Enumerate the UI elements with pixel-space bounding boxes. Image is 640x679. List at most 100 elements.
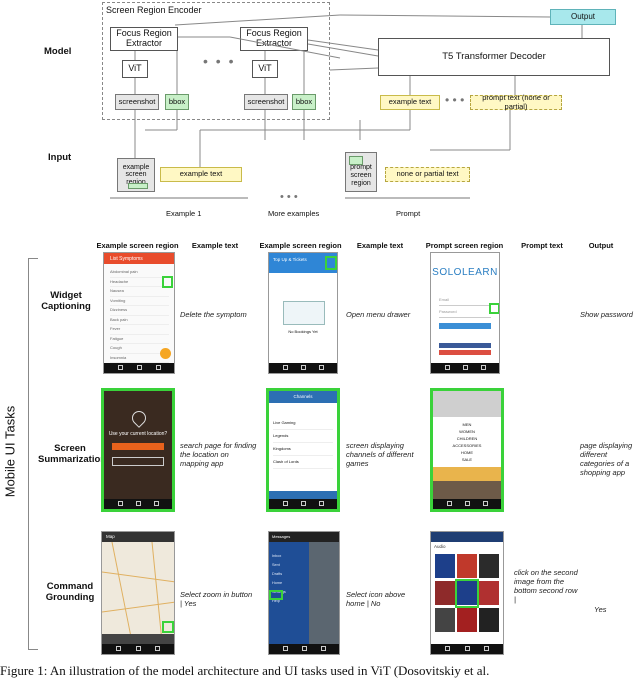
nav-button-icon xyxy=(283,646,288,651)
android-nav-bar xyxy=(431,363,499,373)
empty-state-text: No Bookings Yet xyxy=(288,329,318,334)
screen-widget-example-2: Top Up & Tickets No Bookings Yet xyxy=(268,252,338,374)
row-label-input: Input xyxy=(48,152,72,163)
list-item: Dizziness xyxy=(110,306,169,316)
nav-button-icon xyxy=(484,646,490,651)
nav-button-icon xyxy=(154,501,160,506)
col-header-example-text-1: Example text xyxy=(191,241,239,250)
list-item: Cough xyxy=(110,344,169,354)
facebook-button xyxy=(439,343,491,348)
screen-title-bar: Channels xyxy=(269,391,337,403)
android-nav-bar xyxy=(269,499,337,509)
list-item: Help xyxy=(272,599,280,603)
list-item: Insomnia xyxy=(110,354,169,363)
app-logo: SOLOLEARN xyxy=(432,267,498,278)
screen-title-bar: Messages xyxy=(269,532,339,542)
col-header-output: Output xyxy=(588,241,614,250)
col-header-example-screen-2: Example screen region xyxy=(259,241,342,250)
android-nav-bar xyxy=(104,363,174,373)
ellipsis-encoder: • • • xyxy=(203,53,236,69)
list-item: Abdominal pain xyxy=(110,268,169,278)
album-tile xyxy=(479,581,499,605)
app-header xyxy=(431,532,503,542)
nav-button-icon xyxy=(282,365,288,370)
google-button xyxy=(439,350,491,355)
screen-widget-prompt: SOLOLEARN Email Password xyxy=(430,252,500,374)
example2-text-ground: Select icon above home | No xyxy=(346,590,406,608)
none-or-partial-input: none or partial text xyxy=(385,167,470,182)
album-tile xyxy=(435,581,455,605)
nav-button-icon xyxy=(135,646,141,651)
nav-button-icon xyxy=(155,646,161,651)
list-item: Inbox xyxy=(272,554,282,558)
bbox-2: bbox xyxy=(292,94,316,110)
mobile-ui-tasks-label: Mobile UI Tasks xyxy=(2,405,18,498)
task-screen-summarization: Screen Summarization xyxy=(38,443,107,466)
ellipsis-input: • • • xyxy=(280,191,298,203)
output-widget: Show password xyxy=(580,310,633,319)
ellipsis-decoder: • • • xyxy=(445,93,465,107)
row-label-model: Model xyxy=(44,46,72,57)
nav-button-icon xyxy=(118,365,123,370)
email-field: Email xyxy=(439,297,491,306)
vit-2: ViT xyxy=(252,60,278,78)
nav-button-icon xyxy=(300,501,306,506)
android-nav-bar xyxy=(104,499,172,509)
list-item: MEN xyxy=(462,422,472,427)
nav-button-icon xyxy=(300,365,306,370)
album-tile xyxy=(479,608,499,632)
nav-button-icon xyxy=(444,365,450,370)
group-label-prompt: Prompt xyxy=(396,209,421,218)
banner xyxy=(433,467,501,481)
album-grid xyxy=(435,554,501,636)
list-item: Vomiting xyxy=(110,297,169,306)
list-item: CHILDREN xyxy=(456,436,478,441)
screenshot-1: screenshot xyxy=(115,94,159,110)
t5-transformer-decoder: T5 Transformer Decoder xyxy=(378,38,610,76)
output-summ: page displaying different categories of … xyxy=(580,441,633,477)
col-header-example-text-2: Example text xyxy=(356,241,404,250)
list-item: Nausea xyxy=(110,287,169,297)
nav-button-icon xyxy=(462,365,468,370)
android-nav-bar xyxy=(433,499,501,509)
nav-button-icon xyxy=(117,501,123,506)
highlight-bbox xyxy=(269,590,283,600)
col-header-prompt-screen: Prompt screen region xyxy=(425,241,504,250)
highlight-bbox xyxy=(489,303,499,314)
nav-button-icon xyxy=(155,365,161,370)
encoder-title: Screen Region Encoder xyxy=(106,5,202,15)
figure-caption: Figure 1: An illustration of the model a… xyxy=(0,663,490,678)
list-item: Fever xyxy=(110,325,169,335)
illustration xyxy=(283,301,325,325)
task-command-grounding: Command Grounding xyxy=(45,581,95,604)
list-item: Legends xyxy=(273,430,333,443)
album-tile xyxy=(457,581,477,605)
nav-button-icon xyxy=(464,501,470,506)
bottom-tabs xyxy=(269,491,337,499)
nav-button-icon xyxy=(319,365,325,370)
section-label: Audio xyxy=(434,544,446,549)
col-header-example-screen-1: Example screen region xyxy=(96,241,179,250)
bbox-1: bbox xyxy=(165,94,189,110)
album-tile xyxy=(479,554,499,578)
group-label-more: More examples xyxy=(268,209,320,218)
highlight-bbox xyxy=(162,621,174,633)
list-item: Drafts xyxy=(272,572,283,576)
list-item: Back pain xyxy=(110,316,169,325)
location-prompt: Use your current location? xyxy=(108,431,168,437)
list-item: HOME xyxy=(461,450,473,455)
screen-title-bar: Top Up & Tickets xyxy=(269,253,337,273)
map-toolbar xyxy=(102,634,174,644)
prompt-text-ground: click on the second image from the botto… xyxy=(514,568,578,604)
example-text-input: example text xyxy=(160,167,242,182)
example1-text-ground: Select zoom in button | Yes xyxy=(180,590,253,608)
nav-button-icon xyxy=(136,365,142,370)
list-item: WOMEN xyxy=(459,429,475,434)
nav-button-icon xyxy=(319,501,325,506)
task-widget-captioning: Widget Captioning xyxy=(41,290,91,313)
